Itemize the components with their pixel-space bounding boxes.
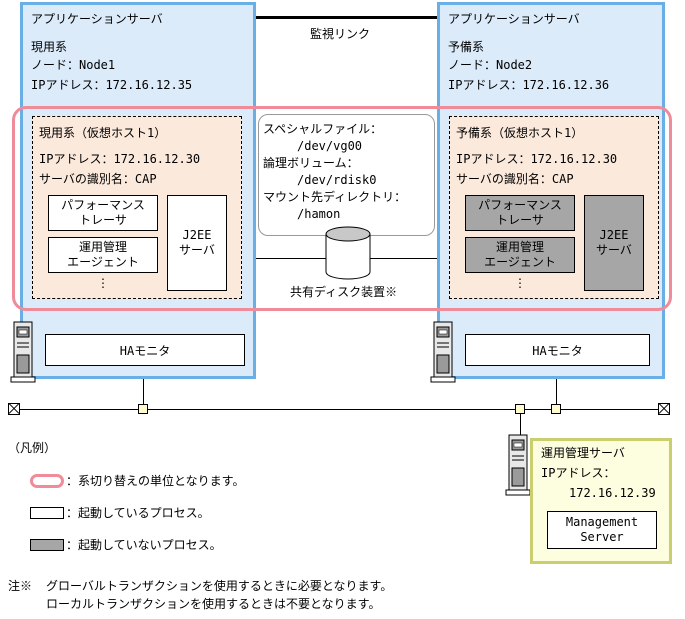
standby-ha-monitor: HAモニタ [465,334,650,366]
standby-virtual-host: 予備系（仮想ホスト1） IPアドレス：172.16.12.30 サーバの識別名：… [449,116,659,299]
standby-vhost-alias: サーバの識別名：CAP [456,172,574,186]
shared-disk-volume: /dev/rdisk0 [297,173,377,187]
primary-ha-monitor: HAモニタ [45,334,245,366]
standby-perf-tracer: パフォーマンス トレーサ [465,195,575,231]
primary-server-node: ノード：Node1 [31,58,116,72]
primary-ops-agent-line1: 運用管理 [78,240,127,254]
shared-disk-volume-label: 論理ボリューム： [263,156,359,170]
primary-j2ee-line1: J2EE [182,228,212,242]
lan-drop-primary [143,378,144,408]
standby-server-title: アプリケーションサーバ [448,12,580,26]
standby-server-node: ノード：Node2 [448,58,533,72]
standby-vhost-title: 予備系（仮想ホスト1） [456,126,584,140]
standby-j2ee-line1: J2EE [599,228,629,242]
standby-perf-tracer-line2: トレーサ [496,213,544,227]
primary-vhost-ip: IPアドレス：172.16.12.30 [39,152,201,166]
primary-server-ip: IPアドレス：172.16.12.35 [31,78,193,92]
primary-server-icon [10,321,36,383]
shared-disk-mount: /hamon [297,207,341,221]
standby-j2ee-server: J2EE サーバ [584,195,644,291]
primary-ha-monitor-label: HAモニタ [119,343,171,358]
legend-failover-swatch [30,474,64,488]
note-mark: 注※ [8,579,33,593]
lan-drop-mgmt [520,414,521,436]
primary-more-processes: ⋮ [97,276,109,290]
primary-j2ee-server: J2EE サーバ [167,195,227,291]
legend-running-swatch [30,507,64,519]
shared-disk-icon [325,226,371,280]
mgmt-server-title: 運用管理サーバ [541,446,625,460]
legend-not-running-swatch [30,539,64,551]
standby-ha-monitor-label: HAモニタ [532,343,583,358]
standby-vhost-ip: IPアドレス：172.16.12.30 [456,152,618,166]
lan-node-primary [138,404,148,414]
lan-drop-standby [556,378,557,408]
standby-server-ip: IPアドレス：172.16.12.36 [448,78,610,92]
standby-ops-agent-line1: 運用管理 [495,240,544,254]
lan-terminator-left [8,403,20,415]
monitor-link-line [256,16,437,19]
management-server: 運用管理サーバ IPアドレス： 172.16.12.39 Management … [530,438,672,564]
standby-j2ee-line2: サーバ [596,243,632,257]
standby-ops-agent: 運用管理 エージェント [465,237,575,273]
legend-running-text: ：起動しているプロセス。 [66,506,210,520]
primary-ops-agent-line2: エージェント [67,255,139,269]
lan-terminator-right [658,403,670,415]
standby-ops-agent-line2: エージェント [484,255,556,269]
legend-not-running-text: ：起動していないプロセス。 [66,538,222,552]
lan-line [14,409,664,410]
mgmt-server-icon [505,434,531,496]
failover-unit-outline [12,106,672,311]
primary-perf-tracer-line2: トレーサ [79,213,127,227]
mgmt-server-ip: 172.16.12.39 [569,486,656,500]
mgmt-server-ip-label: IPアドレス： [541,466,616,480]
legend-title: （凡例） [8,441,57,455]
primary-j2ee-line2: サーバ [179,243,215,257]
standby-server-role: 予備系 [448,40,485,54]
monitor-link-label: 監視リンク [310,27,371,41]
shared-disk-special-file: /dev/vg00 [297,139,363,153]
note-line-1: グローバルトランザクションを使用するときに必要となります。 [46,579,393,593]
standby-more-processes: ⋮ [514,276,526,290]
lan-node-standby [551,404,561,414]
standby-server-icon [430,321,456,383]
primary-server-role: 現用系 [31,40,68,54]
mgmt-process-line1: Management [565,515,639,529]
legend-failover-text: ：系切り替えの単位となります。 [66,474,245,488]
primary-virtual-host: 現用系（仮想ホスト1） IPアドレス：172.16.12.30 サーバの識別名：… [32,116,242,299]
primary-server-title: アプリケーションサーバ [31,12,163,26]
primary-vhost-alias: サーバの識別名：CAP [39,172,157,186]
primary-ops-agent: 運用管理 エージェント [48,237,158,273]
mgmt-process-line2: Server [580,530,624,544]
primary-vhost-title: 現用系（仮想ホスト1） [39,126,167,140]
primary-perf-tracer-line1: パフォーマンス [61,198,145,212]
shared-disk-mount-label: マウント先ディレクトリ： [263,190,407,204]
note-line-2: ローカルトランザクションを使用するときは不要となります。 [46,597,381,611]
primary-perf-tracer: パフォーマンス トレーサ [48,195,158,231]
standby-perf-tracer-line1: パフォーマンス [478,198,562,212]
shared-disk-label: 共有ディスク装置※ [290,285,398,299]
lan-node-mgmt [515,404,525,414]
management-server-process: Management Server [547,511,657,549]
shared-disk-special-file-label: スペシャルファイル： [263,122,383,136]
